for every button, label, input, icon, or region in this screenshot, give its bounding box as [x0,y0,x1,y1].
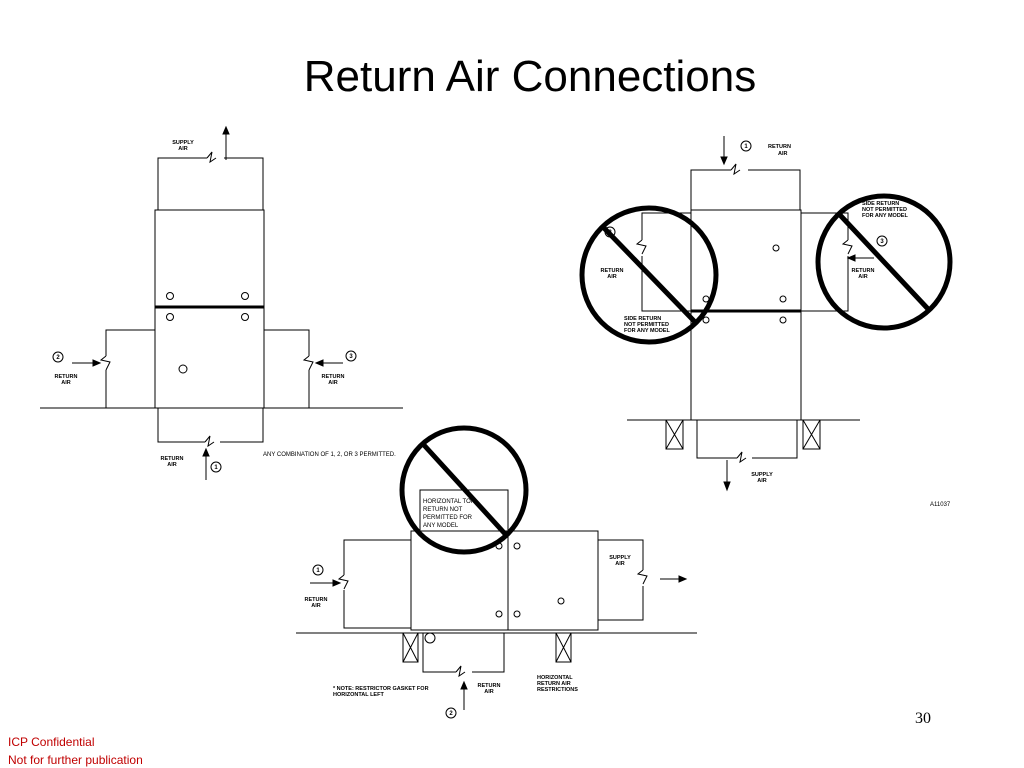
horizontal-supply-2: AIR [615,561,625,567]
horizontal-top-note-1: HORIZONTAL TOP [423,499,475,505]
horizontal-note-left-1: * NOTE: RESTRICTOR GASKET FOR [333,686,429,692]
downflow-callout-2: 2 [608,230,612,236]
downflow-supply-2: AIR [757,478,767,484]
horizontal-note-right-1: HORIZONTAL [537,675,573,681]
horizontal-callout-2: 2 [449,711,453,717]
horizontal-top-note-4: ANY MODEL [423,523,459,529]
horizontal-left-return-2: AIR [311,603,321,609]
upflow-left-return-2: AIR [61,380,71,386]
downflow-left-return-1: RETURN [601,268,624,274]
downflow-side-right-3: FOR ANY MODEL [862,213,908,219]
downflow-side-right-1: SIDE RETURN [862,201,899,207]
horizontal-diagram [296,425,697,719]
downflow-supply-1: SUPPLY [751,472,773,478]
horizontal-supply-1: SUPPLY [609,555,631,561]
downflow-right-return-2: AIR [858,274,868,280]
upflow-bottom-return-1: RETURN [161,456,184,462]
downflow-right-return-1: RETURN [852,268,875,274]
downflow-return-1: RETURN [768,144,791,150]
downflow-side-right-2: NOT PERMITTED [862,207,907,213]
page-number: 30 [915,710,931,727]
upflow-right-return-2: AIR [328,380,338,386]
horizontal-top-note-2: RETURN NOT [423,507,463,513]
upflow-left-return-1: RETURN [55,374,78,380]
upflow-supply-label-2: AIR [178,146,188,152]
horizontal-note-right-2: RETURN AIR [537,681,571,687]
upflow-note: ANY COMBINATION OF 1, 2, OR 3 PERMITTED. [263,452,396,458]
horizontal-left-return-1: RETURN [305,597,328,603]
horizontal-callout-1: 1 [316,568,320,574]
upflow-supply-label-1: SUPPLY [172,140,194,146]
horizontal-top-note-3: PERMITTED FOR [423,515,473,521]
downflow-side-left-3: FOR ANY MODEL [624,328,670,334]
horizontal-bottom-return-1: RETURN [478,683,501,689]
upflow-callout-1: 1 [214,465,218,471]
upflow-callout-2: 2 [56,355,60,361]
downflow-side-left-2: NOT PERMITTED [624,322,669,328]
downflow-callout-1: 1 [744,144,748,150]
downflow-side-left-1: SIDE RETURN [624,316,661,322]
upflow-callout-3: 3 [349,354,353,360]
downflow-return-2: AIR [778,151,788,157]
horizontal-note-right-3: RESTRICTIONS [537,687,578,693]
slide-title: Return Air Connections [303,52,757,101]
confidential-label: ICP Confidential [8,735,95,749]
downflow-callout-3: 3 [880,239,884,245]
upflow-right-return-1: RETURN [322,374,345,380]
horizontal-bottom-return-2: AIR [484,689,494,695]
downflow-diagram [579,136,953,492]
horizontal-note-left-2: HORIZONTAL LEFT [333,692,384,698]
upflow-diagram [40,125,403,480]
downflow-figure-id: A11037 [930,502,951,508]
downflow-left-return-2: AIR [607,274,617,280]
upflow-bottom-return-2: AIR [167,462,177,468]
publication-notice: Not for further publication [8,753,143,767]
